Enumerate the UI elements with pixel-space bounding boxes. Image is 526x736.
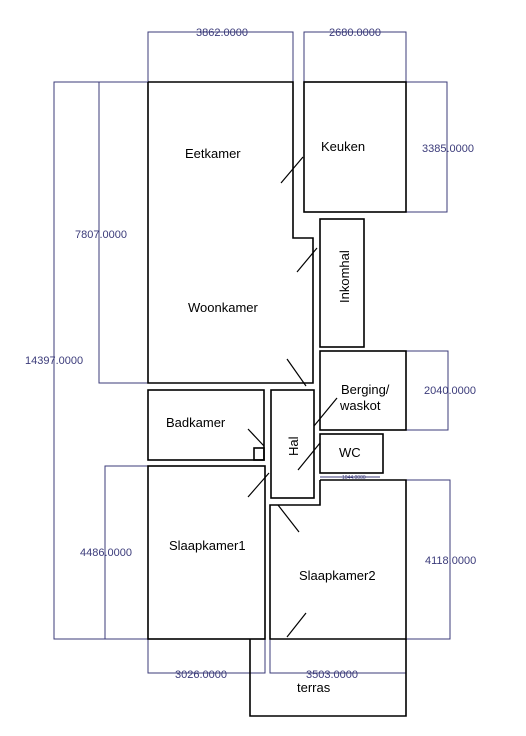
label-inkomhal: Inkomhal <box>337 250 352 303</box>
label-hal: Hal <box>286 436 301 456</box>
woonkamer-wall <box>147 81 314 384</box>
door-slaapkamer1 <box>247 472 270 498</box>
door-woonkamer-hal <box>286 358 307 387</box>
dim-label-top-keuken: 2680.0000 <box>329 27 381 39</box>
dim-line-top-keuken <box>303 31 407 82</box>
dim-line-total-height <box>53 81 148 640</box>
slaapkamer1-wall <box>147 465 266 640</box>
slaapkamer2-wall <box>269 479 407 640</box>
dimension-labels: 3862.0000 2680.0000 3385.0000 7807.0000 … <box>25 27 476 681</box>
hal-wall <box>270 389 315 499</box>
dim-label-berging-height: 2040.0000 <box>424 385 476 397</box>
door-woonkamer-inkom <box>296 247 318 273</box>
door-terras <box>286 612 307 638</box>
door-wc <box>297 442 321 471</box>
label-woonkamer: Woonkamer <box>188 300 259 315</box>
label-waskot: waskot <box>339 398 381 413</box>
label-terras: terras <box>297 680 331 695</box>
label-badkamer: Badkamer <box>166 415 226 430</box>
walls <box>147 81 407 717</box>
door-eetkamer <box>280 156 304 184</box>
badkamer-wall <box>147 389 265 461</box>
dim-label-woonkamer-height: 7807.0000 <box>75 229 127 241</box>
dimension-lines <box>53 31 451 674</box>
dim-label-wc-small: 1044.0000 <box>342 475 366 481</box>
room-labels: Eetkamer Keuken Inkomhal Woonkamer Bergi… <box>166 139 390 695</box>
label-berging: Berging/ <box>341 382 390 397</box>
label-keuken: Keuken <box>321 139 365 154</box>
keuken-wall <box>303 81 407 213</box>
dim-label-total-height: 14397.0000 <box>25 355 83 367</box>
dim-line-slaapkamer1-height <box>104 465 148 640</box>
label-slaapkamer2: Slaapkamer2 <box>299 568 376 583</box>
terras-wall <box>249 639 407 717</box>
dim-label-bottom-slaapkamer1: 3026.0000 <box>175 669 227 681</box>
dim-label-top-woonkamer: 3862.0000 <box>196 27 248 39</box>
dim-label-keuken-height: 3385.0000 <box>422 143 474 155</box>
dim-line-bottom-slaapkamer2 <box>269 639 407 674</box>
dim-label-bottom-slaapkamer2: 3503.0000 <box>306 669 358 681</box>
dim-line-slaapkamer2-height <box>406 479 451 640</box>
label-slaapkamer1: Slaapkamer1 <box>169 538 246 553</box>
inkomhal-wall <box>319 218 365 348</box>
berging-wall <box>319 350 407 431</box>
label-wc: WC <box>339 445 361 460</box>
dim-line-berging-height <box>406 350 449 431</box>
doors <box>247 156 338 638</box>
door-badkamer <box>247 428 265 447</box>
dim-label-slaapkamer1-height: 4486.0000 <box>80 547 132 559</box>
badkamer-fixture <box>253 447 265 461</box>
dim-line-keuken-height <box>406 81 448 213</box>
dim-label-slaapkamer2-height: 4118.0000 <box>425 555 476 567</box>
dim-line-bottom-slaapkamer1 <box>147 639 266 674</box>
door-slaapkamer2 <box>277 504 300 533</box>
dim-line-top-woonkamer <box>147 31 294 82</box>
door-berging <box>313 397 338 427</box>
label-eetkamer: Eetkamer <box>185 146 241 161</box>
wc-wall <box>319 433 384 474</box>
